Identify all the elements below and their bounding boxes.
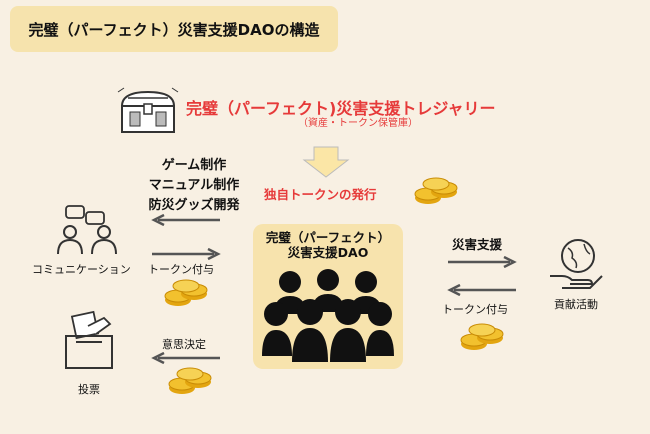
coin-stack-icon: [168, 367, 212, 394]
left-token-grant-label: トークン付与: [148, 263, 214, 276]
dao-label-line2: 災害支援DAO: [287, 245, 369, 260]
dao-label-line1: 完璧（パーフェクト）: [265, 230, 391, 245]
crowd-icon: [262, 269, 394, 362]
arrow-left-3: [447, 284, 516, 296]
treasury-subtitle: （資産・トークン保管庫）: [298, 118, 418, 129]
right-token-grant-label: トークン付与: [442, 303, 508, 316]
coin-stack-icon: [164, 279, 208, 306]
support-label: 災害支援: [452, 237, 503, 252]
page-title-box: 完璧（パーフェクト）災害支援DAOの構造: [10, 6, 338, 52]
down-arrow-icon: [302, 146, 350, 178]
activity-item: 防災グッズ開発: [148, 198, 240, 213]
activity-list: ゲーム制作 マニュアル制作 防災グッズ開発: [134, 156, 254, 216]
arrow-right-2: [448, 256, 517, 268]
decision-label: 意思決定: [162, 338, 206, 351]
globe-hand-icon: [550, 239, 603, 289]
page-title: 完璧（パーフェクト）災害支援DAOの構造: [28, 20, 320, 39]
activity-item: マニュアル制作: [148, 178, 240, 193]
token-issue-label: 独自トークンの発行: [264, 187, 377, 202]
people-chat-icon: [57, 205, 117, 255]
dao-label: 完璧（パーフェクト） 災害支援DAO: [253, 230, 403, 260]
coin-stack-icon: [460, 323, 504, 350]
arrow-right-1: [152, 248, 221, 260]
community-label: コミュニケーション: [32, 263, 131, 276]
treasure-chest-icon: [117, 87, 179, 133]
contribution-label: 貢献活動: [554, 298, 598, 311]
coin-stack-icon: [414, 177, 458, 204]
arrow-left-1: [151, 214, 220, 226]
treasury-title: 完璧（パーフェクト)災害支援トレジャリー: [186, 99, 496, 118]
arrow-left-2: [151, 352, 220, 364]
activity-item: ゲーム制作: [161, 158, 227, 173]
ballot-box-icon: [65, 310, 113, 369]
vote-label: 投票: [78, 383, 100, 396]
